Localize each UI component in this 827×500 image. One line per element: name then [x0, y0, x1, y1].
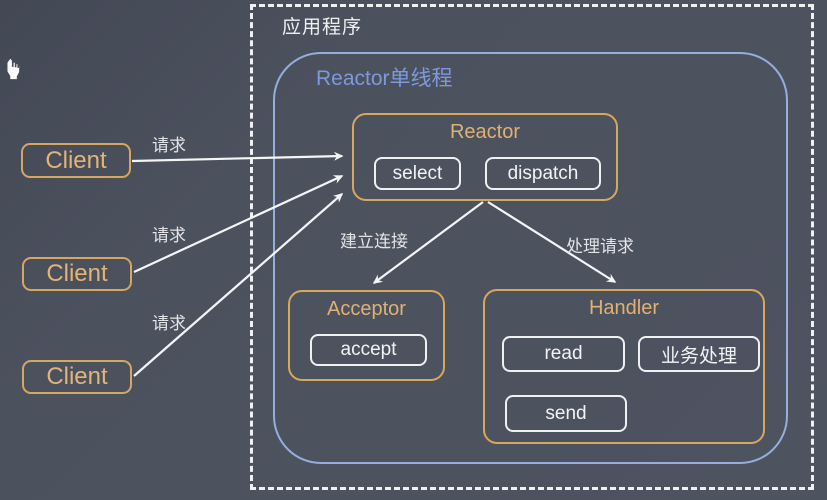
send-box: send	[505, 395, 627, 432]
business-process-box: 业务处理	[638, 336, 760, 372]
process-request-label: 处理请求	[566, 237, 634, 256]
client-box-3: Client	[22, 360, 132, 394]
reactor-box: Reactor select dispatch	[352, 113, 618, 201]
dispatch-box: dispatch	[485, 157, 601, 190]
request-label-2: 请求	[152, 226, 186, 245]
hand-cursor-icon	[6, 57, 20, 80]
reactor-title: Reactor	[449, 121, 521, 143]
acceptor-title: Acceptor	[327, 298, 406, 320]
establish-connection-label: 建立连接	[340, 232, 408, 251]
application-title: 应用程序	[282, 17, 363, 38]
select-box: select	[374, 157, 461, 190]
reactor-thread-title: Reactor单线程	[316, 67, 453, 90]
request-label-3: 请求	[152, 314, 186, 333]
read-box: read	[502, 336, 625, 372]
client-box-2: Client	[22, 257, 132, 291]
handler-title: Handler	[588, 297, 660, 319]
acceptor-box: Acceptor accept	[288, 290, 445, 381]
client-box-1: Client	[21, 143, 131, 178]
request-label-1: 请求	[152, 136, 186, 155]
handler-box: Handler read 业务处理 send	[483, 289, 765, 444]
accept-box: accept	[310, 334, 427, 366]
